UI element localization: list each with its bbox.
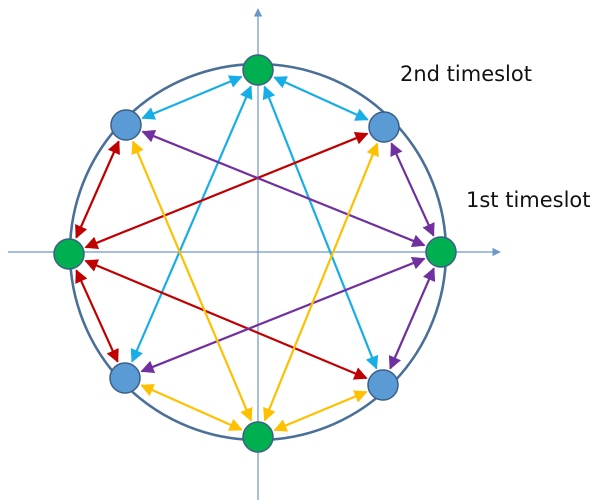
node-bottom — [242, 421, 274, 453]
edge-top-bottom-left — [130, 85, 253, 363]
edge-bottom-bottom-right — [273, 390, 368, 432]
edge-top-top-right — [273, 76, 369, 121]
edge-bottom-top-left — [131, 140, 253, 422]
second-timeslot-label: 2nd timeslot — [400, 62, 532, 86]
node-right — [425, 236, 457, 268]
edge-left-top-right — [84, 132, 369, 249]
edge-top-top-left — [141, 75, 243, 120]
node-bottom-left — [109, 362, 141, 394]
node-top-right — [368, 111, 400, 143]
node-top-left — [110, 109, 142, 141]
node-bottom-right — [367, 369, 399, 401]
edge-bottom-top-right — [263, 142, 379, 422]
edge-right-bottom-right — [388, 267, 436, 370]
node-left — [53, 238, 85, 270]
nodes-layer — [53, 54, 457, 453]
edge-right-bottom-left — [140, 256, 426, 374]
edge-top-bottom-right — [262, 85, 379, 370]
edge-right-top-right — [390, 142, 435, 237]
node-top — [242, 54, 274, 86]
edge-bottom-bottom-left — [140, 384, 243, 431]
edge-right-top-left — [141, 130, 426, 247]
first-timeslot-label: 1st timeslot — [466, 188, 591, 212]
edges-layer — [75, 75, 436, 432]
